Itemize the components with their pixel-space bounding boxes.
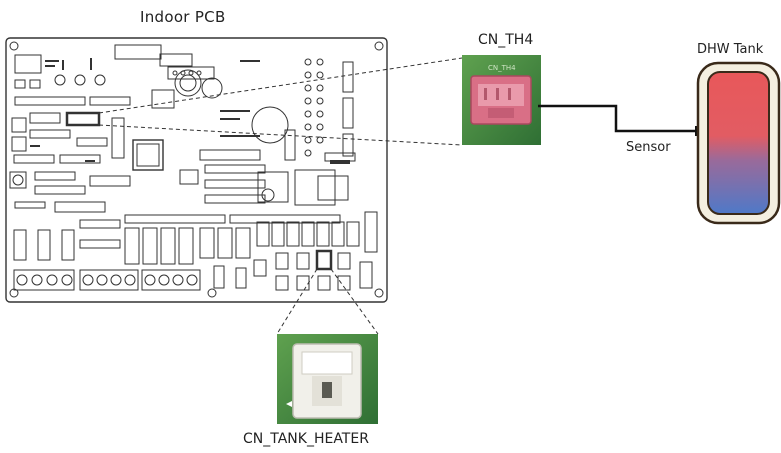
leader-lines xyxy=(99,58,462,334)
dhw-tank xyxy=(698,63,779,223)
cn-th4-photo: CN_TH4 xyxy=(462,55,541,145)
cn-th4-pcb-marker xyxy=(67,113,99,125)
cn-tank-heater-photo xyxy=(277,334,378,424)
cn-tank-heater-pcb-marker xyxy=(317,251,331,269)
pcb-traces xyxy=(30,58,350,164)
cn-th4-silkscreen: CN_TH4 xyxy=(488,64,516,72)
sensor-cable xyxy=(538,106,696,131)
